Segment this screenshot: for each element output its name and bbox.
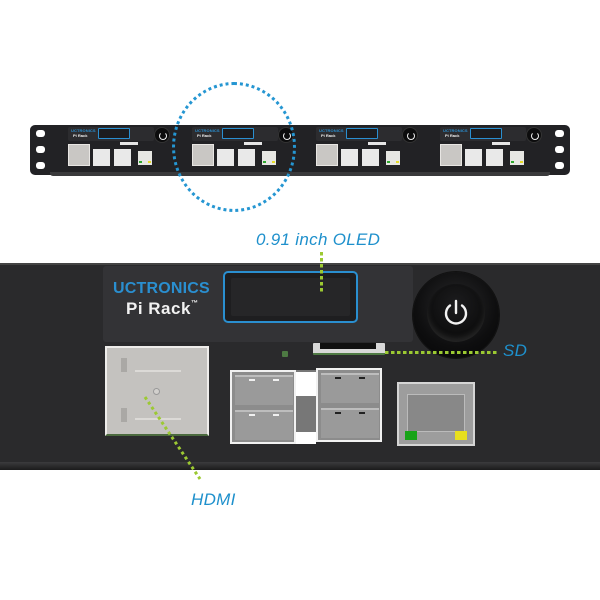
mini-ethernet-port	[386, 151, 400, 165]
mini-face-plate: UCTRONICS Pi Rack	[316, 127, 402, 141]
mini-brand-product: Pi Rack	[321, 133, 336, 138]
hdmi-screw	[153, 388, 160, 395]
oled-display	[223, 271, 358, 323]
sd-card-slot	[313, 343, 385, 355]
mini-brand-company: UCTRONICS	[443, 128, 468, 133]
mini-usb-port	[362, 149, 379, 166]
power-button-cap[interactable]	[427, 284, 485, 342]
mini-usb-port	[114, 149, 131, 166]
mini-sd-slot	[120, 142, 138, 145]
usb-port	[235, 375, 293, 405]
usb-port	[235, 410, 293, 440]
mini-brand-product: Pi Rack	[445, 133, 460, 138]
panel-bottom-edge	[0, 462, 600, 470]
mini-usb-port	[486, 149, 503, 166]
mini-hdmi-port	[68, 144, 90, 166]
mini-usb-port	[93, 149, 110, 166]
mini-brand-product: Pi Rack	[73, 133, 88, 138]
mini-hdmi-port	[316, 144, 338, 166]
mini-sd-slot	[368, 142, 386, 145]
mini-oled-display	[98, 128, 130, 139]
hdmi-groove	[135, 370, 181, 372]
rack-unit-4[interactable]: UCTRONICS Pi Rack	[440, 127, 552, 173]
hdmi-latch	[121, 358, 127, 372]
mini-power-button[interactable]	[526, 127, 542, 143]
rack-ear-hole	[555, 146, 564, 153]
callout-sd-label: SD	[503, 341, 528, 360]
callout-hdmi-leader	[143, 396, 202, 480]
ethernet-led-yellow	[455, 431, 467, 440]
power-button[interactable]	[413, 272, 499, 358]
rack-ear-hole	[555, 130, 564, 137]
callout-oled-label: 0.91 inch OLED	[256, 230, 381, 249]
callout-sd-leader	[385, 351, 497, 354]
highlight-circle	[172, 82, 296, 212]
mini-sd-slot	[492, 142, 510, 145]
oled-screen	[231, 278, 350, 316]
mini-ethernet-port	[510, 151, 524, 165]
pcb-component	[282, 351, 288, 357]
rack-chassis-shadow	[50, 172, 550, 176]
mini-usb-port	[465, 149, 482, 166]
mini-usb-port	[341, 149, 358, 166]
rack-ear-hole	[555, 162, 564, 169]
rack-unit-3[interactable]: UCTRONICS Pi Rack	[316, 127, 428, 173]
brand-product-text: Pi Rack	[126, 299, 191, 318]
ethernet-port	[397, 382, 475, 446]
mini-hdmi-port	[440, 144, 462, 166]
brand-company-logo: UCTRONICS	[113, 280, 210, 297]
usb-divider	[296, 370, 316, 444]
mini-face-plate: UCTRONICS Pi Rack	[68, 127, 154, 141]
mini-power-button[interactable]	[154, 127, 170, 143]
usb-port	[321, 408, 379, 438]
usb-port-stack-left	[230, 370, 296, 444]
rack-unit-1[interactable]: UCTRONICS Pi Rack	[68, 127, 180, 173]
callout-hdmi-label: HDMI	[191, 490, 236, 509]
mini-face-plate: UCTRONICS Pi Rack	[440, 127, 526, 141]
rack-ear-hole	[36, 162, 45, 169]
mini-power-button[interactable]	[402, 127, 418, 143]
mini-oled-display	[346, 128, 378, 139]
trademark-mark: ™	[190, 300, 199, 307]
mini-brand-company: UCTRONICS	[71, 128, 96, 133]
rack-ear-hole	[36, 130, 45, 137]
mini-oled-display	[470, 128, 502, 139]
mini-ethernet-port	[138, 151, 152, 165]
usb-port-stack-right	[316, 368, 382, 442]
hdmi-port	[105, 346, 209, 436]
callout-oled-leader	[320, 252, 323, 294]
mini-brand-company: UCTRONICS	[319, 128, 344, 133]
hdmi-latch	[121, 408, 127, 422]
ethernet-jack	[407, 394, 465, 432]
panel-top-edge	[0, 263, 600, 265]
usb-port	[321, 373, 379, 403]
rack-ear-hole	[36, 146, 45, 153]
ethernet-led-green	[405, 431, 417, 440]
brand-product-logo: Pi Rack™	[126, 299, 198, 319]
power-icon	[444, 299, 468, 325]
